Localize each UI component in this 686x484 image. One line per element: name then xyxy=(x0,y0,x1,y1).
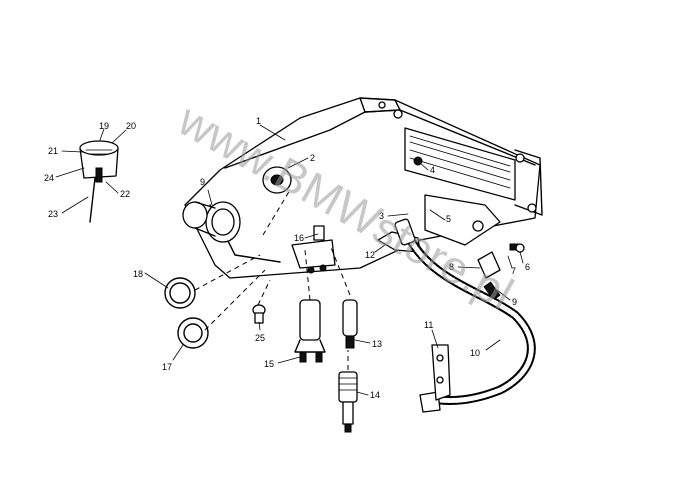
sender-assembly xyxy=(79,140,119,223)
callout-15: 15 xyxy=(264,359,274,369)
callout-10: 10 xyxy=(470,348,480,358)
bulb-part-14 xyxy=(338,371,358,433)
callout-9b: 9 xyxy=(512,297,517,307)
assembly-lines xyxy=(194,189,351,370)
callout-7: 7 xyxy=(511,266,516,276)
callout-3: 3 xyxy=(379,211,384,221)
callout-23: 23 xyxy=(48,209,58,219)
callout-4: 4 xyxy=(430,165,435,175)
instrument-housing xyxy=(184,97,543,279)
cable-part-10 xyxy=(394,218,536,413)
ring-part-17 xyxy=(177,317,209,349)
callout-24: 24 xyxy=(44,173,54,183)
callout-16: 16 xyxy=(294,233,304,243)
callout-20: 20 xyxy=(126,121,136,131)
socket-part-16 xyxy=(291,225,336,274)
callout-11: 11 xyxy=(424,320,433,330)
leader-lines xyxy=(55,124,524,396)
callout-13: 13 xyxy=(372,339,382,349)
bulb-holder-part-15 xyxy=(294,299,326,363)
callout-6: 6 xyxy=(525,262,530,272)
screw-part-25 xyxy=(252,304,266,324)
callout-21: 21 xyxy=(48,146,58,156)
callout-1: 1 xyxy=(256,116,261,126)
callout-19: 19 xyxy=(99,121,109,131)
lock-part-2 xyxy=(262,166,292,194)
callout-9a: 9 xyxy=(200,177,205,187)
callout-labels: 1 2 3 4 5 6 7 8 9 9 10 11 12 13 14 15 16… xyxy=(44,116,530,400)
bulb-part-13 xyxy=(342,299,358,349)
callout-18: 18 xyxy=(133,269,143,279)
callout-12: 12 xyxy=(365,250,375,260)
callout-2: 2 xyxy=(310,153,315,163)
bracket-part-11 xyxy=(431,344,451,401)
callout-22: 22 xyxy=(120,189,130,199)
callout-17: 17 xyxy=(162,362,172,372)
callout-5: 5 xyxy=(446,214,451,224)
callout-14: 14 xyxy=(370,390,380,400)
ring-part-18 xyxy=(164,277,196,309)
bracket-part-8 xyxy=(477,243,525,301)
knob-part-9 xyxy=(182,201,241,243)
callout-25: 25 xyxy=(255,333,265,343)
callout-8: 8 xyxy=(449,262,454,272)
